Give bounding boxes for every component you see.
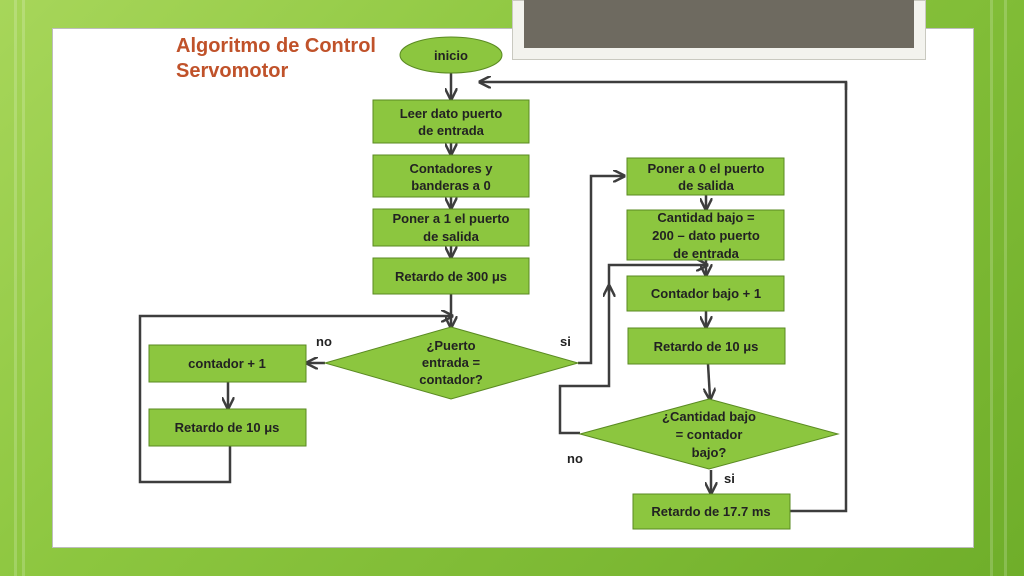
node-cantidad-bajo: Cantidad bajo = 200 – dato puerto de ent… [626,209,785,261]
node-decision2-line1: ¿Cantidad bajo [662,409,756,424]
node-poner1-line2: de salida [423,229,479,244]
node-cantidad-line2: 200 – dato puerto [652,228,760,243]
node-retardo-10-left: Retardo de 10 μs [148,408,307,447]
node-contadores-line1: Contadores y [409,161,493,176]
connector-retardo10-decision2 [708,363,710,398]
node-retardo-10-right: Retardo de 10 μs [627,327,786,365]
node-inicio: inicio [399,36,503,74]
node-retardo-17-7: Retardo de 17.7 ms [632,493,791,530]
node-decision2-line2: = contador [676,427,743,442]
label-si-2: si [724,471,735,486]
node-contador-mas-1: contador + 1 [148,344,307,383]
title-line-2: Servomotor [176,60,289,82]
node-leer-line2: de entrada [418,123,485,138]
node-contador-text: contador + 1 [188,356,266,371]
node-contador-bajo: Contador bajo + 1 [626,275,785,312]
title-line-1: Algoritmo de Control [176,35,376,57]
node-poner1-line1: Poner a 1 el puerto [392,211,509,226]
node-contadores: Contadores y banderas a 0 [372,154,530,198]
node-contador-bajo-text: Contador bajo + 1 [651,286,761,301]
node-decision-puerto: ¿Puerto entrada = contador? [323,326,580,400]
node-poner0-line2: de salida [678,178,734,193]
node-retardo177-text: Retardo de 17.7 ms [651,504,770,519]
node-decision2-line3: bajo? [692,445,727,460]
node-retardo300-text: Retardo de 300 μs [395,269,507,284]
node-leer-dato: Leer dato puerto de entrada [372,99,530,144]
connector-loop-main [481,82,848,513]
label-no-2: no [567,451,583,466]
connector-decision1-si [578,176,623,365]
node-decision1-line1: ¿Puerto [426,338,475,353]
node-decision1-line3: contador? [419,372,483,387]
node-poner-0: Poner a 0 el puerto de salida [626,157,785,196]
node-poner0-line1: Poner a 0 el puerto [647,161,764,176]
node-cantidad-line3: de entrada [673,246,740,261]
label-no-1: no [316,334,332,349]
node-cantidad-line1: Cantidad bajo = [657,210,755,225]
label-si-1: si [560,334,571,349]
node-inicio-text: inicio [434,48,468,63]
connector-decision2-no-loop [558,265,706,435]
node-decision1-line2: entrada = [422,355,481,370]
node-retardo10-left-text: Retardo de 10 μs [175,420,280,435]
node-contadores-line2: banderas a 0 [411,178,491,193]
node-retardo-300: Retardo de 300 μs [372,257,530,295]
top-frame-picture [524,0,914,48]
node-leer-line1: Leer dato puerto [400,106,503,121]
connectors [138,72,848,513]
slide-title: Algoritmo de Control Servomotor [176,34,406,84]
node-decision-cantidad: ¿Cantidad bajo = contador bajo? [578,398,840,470]
node-poner-1: Poner a 1 el puerto de salida [372,208,530,247]
node-retardo10-right-text: Retardo de 10 μs [654,339,759,354]
connector-loop-left [138,316,451,484]
